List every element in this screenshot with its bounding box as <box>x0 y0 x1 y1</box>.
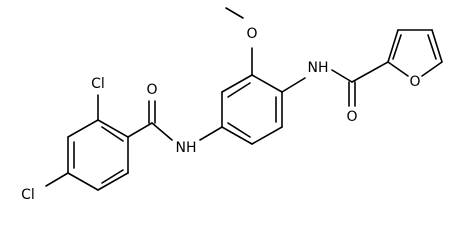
structure-canvas: Cl Cl O NH O NH O O <box>21 7 443 203</box>
amide-nh-2-label: NH <box>308 60 329 76</box>
bond <box>45 172 69 187</box>
bonds-layer <box>45 7 443 191</box>
bond <box>97 119 129 138</box>
bond <box>67 172 99 191</box>
bond <box>151 122 173 141</box>
chlorine-para-label: Cl <box>21 187 35 203</box>
molecule-drawing: Cl Cl O NH O NH O O <box>21 7 443 203</box>
bond <box>221 126 253 145</box>
bond <box>67 119 99 138</box>
bond <box>221 74 253 93</box>
bond-inner <box>227 122 251 138</box>
bond <box>421 61 443 77</box>
amide-oxygen-2-label: O <box>346 109 357 125</box>
bond <box>97 172 129 191</box>
bond <box>351 61 389 83</box>
bond <box>331 69 353 83</box>
bond-inner <box>427 34 437 60</box>
bond <box>387 61 409 77</box>
bond <box>251 74 283 93</box>
bond <box>251 126 283 145</box>
bond-inner <box>101 169 124 184</box>
bond <box>281 77 306 93</box>
bond <box>431 29 443 63</box>
bond-inner <box>392 34 402 60</box>
amide-nh-1-label: NH <box>176 140 197 156</box>
furan-oxygen-label: O <box>409 74 420 90</box>
bond <box>387 29 399 63</box>
bond-inner <box>101 126 124 142</box>
methoxy-oxygen-label: O <box>246 26 257 42</box>
bond <box>225 7 244 19</box>
atom-labels-layer: Cl Cl O NH O NH O O <box>21 26 420 203</box>
bond-inner <box>227 82 251 98</box>
bond <box>199 126 223 141</box>
amide-oxygen-1-label: O <box>146 82 157 98</box>
chlorine-ortho-label: Cl <box>91 76 105 92</box>
bond <box>127 122 153 138</box>
